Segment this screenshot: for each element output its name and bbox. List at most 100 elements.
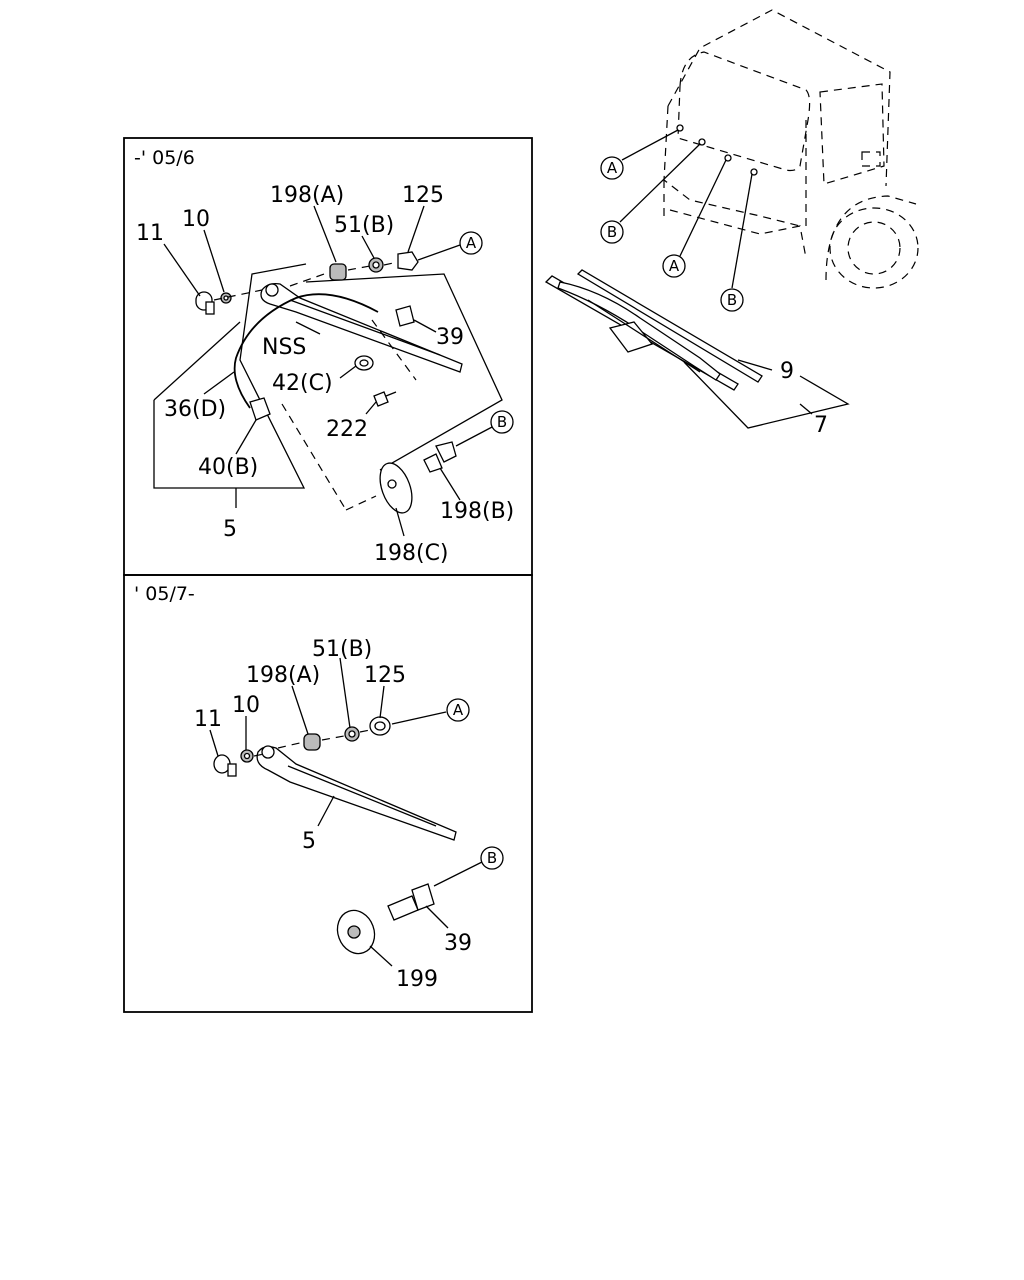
label-nss: NSS	[262, 335, 306, 360]
label-b-5: 5	[302, 829, 316, 854]
wheel-arch	[825, 195, 917, 281]
cap-199-hole	[347, 925, 361, 939]
dash-b2	[277, 741, 305, 749]
ref-circle-cab-a1	[600, 156, 624, 180]
ref-circle-cab-b2	[720, 288, 744, 312]
dash-a	[213, 289, 263, 301]
panel-bottom: ' 05/7- 51(B)	[123, 574, 533, 1013]
label-5: 5	[223, 517, 237, 542]
ref-b-b-text: B	[487, 849, 497, 867]
dash-b1	[253, 753, 265, 757]
label-40b: 40(B)	[198, 455, 258, 480]
leader-ref-a	[417, 244, 461, 261]
dash-b3	[321, 735, 345, 741]
label-198a: 198(A)	[270, 183, 344, 208]
leader-125	[407, 205, 425, 253]
label-b-11: 11	[194, 707, 222, 732]
screw-222	[373, 391, 389, 407]
pivot-39	[387, 895, 419, 921]
ref-b-text: B	[497, 413, 507, 431]
washer-hose	[233, 293, 379, 409]
arm-ridge	[289, 299, 441, 356]
bushing-198a-b	[303, 733, 321, 751]
blade-rubber-9	[576, 269, 763, 383]
cap-11-tab	[205, 301, 215, 315]
nut-10-b-hole	[243, 752, 251, 760]
washer-51b-hole	[372, 261, 380, 269]
label-39: 39	[436, 325, 464, 350]
ref-cab-b2-text: B	[727, 291, 737, 309]
leader-b-39	[425, 905, 449, 929]
leader-b-ref-b	[433, 861, 483, 887]
label-11: 11	[136, 221, 164, 246]
leader-cab-a2	[679, 159, 727, 257]
screw-222-shank	[385, 391, 397, 397]
arm-ridge-b	[287, 765, 437, 827]
cab-roof-outline	[667, 9, 891, 187]
panel-top: -' 05/6	[123, 137, 533, 576]
leader-10	[203, 229, 225, 293]
wheel-inner	[847, 221, 901, 275]
label-125: 125	[402, 183, 444, 208]
bushing-198a	[329, 263, 347, 281]
leader-cab-b2	[731, 173, 753, 289]
label-222: 222	[326, 417, 368, 442]
leader-b-51b	[339, 657, 351, 729]
ref-cab-b1-text: B	[607, 223, 617, 241]
leader-42c	[339, 365, 357, 379]
label-198c: 198(C)	[374, 541, 449, 566]
blade-superstructure	[557, 281, 721, 381]
ref-circle-b-b	[480, 846, 504, 870]
arm-pivot-hole-b	[261, 745, 275, 759]
label-9: 9	[780, 359, 794, 384]
label-198b: 198(B)	[440, 499, 514, 524]
clip-39	[395, 305, 415, 327]
hose-joint-40b	[249, 397, 271, 421]
leader-222	[365, 401, 377, 415]
leader-cab-a1	[621, 129, 679, 161]
leader-b-199	[369, 945, 393, 967]
arm-group-outline-right	[305, 273, 503, 471]
leader-51b	[361, 235, 375, 259]
arm-group-outline-left	[153, 263, 307, 489]
label-51b: 51(B)	[334, 213, 394, 238]
ref-circle-a	[459, 231, 483, 255]
side-marker	[861, 151, 881, 167]
ref-circle-cab-b1	[600, 220, 624, 244]
dash-b	[289, 271, 331, 287]
leader-b-5	[317, 795, 335, 827]
mount-point-2	[698, 138, 706, 146]
bumper-outline	[669, 209, 807, 259]
nozzle-198b-head	[435, 441, 457, 463]
label-42c: 42(C)	[272, 371, 333, 396]
leader-198b	[439, 467, 461, 501]
panel-bottom-frame	[123, 574, 533, 1013]
leader-7-bracket	[683, 361, 850, 429]
ref-cab-a1-text: A	[607, 159, 618, 177]
panel-bottom-period: ' 05/7-	[134, 583, 195, 605]
washer-51b-b-hole	[348, 730, 356, 738]
leader-b-198a	[291, 685, 309, 735]
ref-cab-a2-text: A	[669, 257, 680, 275]
nut-125-b-hole	[374, 721, 386, 731]
leader-40b	[235, 419, 257, 455]
leader-11	[163, 243, 201, 297]
side-window-outline	[819, 83, 885, 185]
leader-cab-b1	[619, 143, 701, 223]
ref-circle-b	[490, 410, 514, 434]
dash-f	[281, 403, 347, 511]
label-b-199: 199	[396, 967, 438, 992]
label-b-198a: 198(A)	[246, 663, 320, 688]
nut-125	[397, 251, 419, 271]
ref-circle-b-a	[446, 698, 470, 722]
label-7: 7	[814, 413, 828, 438]
label-b-39: 39	[444, 931, 472, 956]
dash-c	[347, 265, 371, 271]
leader-9	[737, 359, 773, 371]
leader-nss	[295, 321, 321, 335]
mount-point-1	[676, 124, 684, 132]
arm-pivot-hole	[265, 283, 279, 297]
leader-b-11	[209, 729, 219, 757]
leader-36d	[203, 371, 235, 395]
